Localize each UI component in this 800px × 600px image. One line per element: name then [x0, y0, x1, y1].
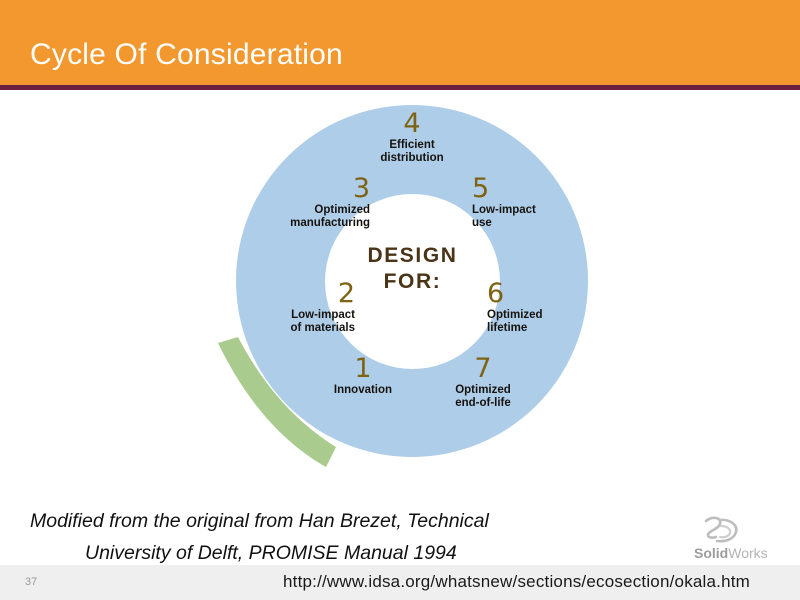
source-caption: Modified from the original from Han Brez… [0, 505, 660, 569]
source-url[interactable]: http://www.idsa.org/whatsnew/sections/ec… [283, 572, 751, 591]
cycle-node-3-number: 3 [352, 173, 370, 204]
cycle-node-2-label-line1: Low-impact [291, 309, 355, 321]
cycle-node-6-label-line1: Optimized [487, 309, 543, 321]
cycle-node-6-label-line2: lifetime [487, 322, 528, 334]
cycle-node-3-label-line1: Optimized [314, 204, 370, 216]
cycle-node-5-label: Low-impact use [472, 204, 602, 230]
cycle-node-4-label-line1: Efficient [389, 139, 435, 151]
cycle-node-1-number: 1 [354, 353, 372, 384]
inner-disc-shape [325, 194, 500, 369]
dassault-3ds-mark-icon [704, 516, 738, 543]
cycle-node-3-label: Optimized manufacturing [240, 204, 370, 230]
cycle-node-4-label: Efficient distribution [347, 139, 477, 165]
cycle-node-4: 4 Efficient distribution [347, 110, 477, 165]
cycle-node-2-label: Low-impact of materials [225, 309, 355, 335]
source-caption-line2: University of Delft, PROMISE Manual 1994 [85, 542, 457, 564]
cycle-node-2-label-line2: of materials [290, 322, 355, 334]
cycle-node-7-label-line2: end-of-life [455, 397, 511, 409]
header-divider-rule [0, 85, 800, 90]
cycle-node-6-label: Optimized lifetime [487, 309, 617, 335]
center-label-line1: DESIGN [367, 244, 458, 267]
cycle-node-3-label-line2: manufacturing [290, 217, 370, 229]
cycle-node-2-number: 2 [337, 278, 355, 309]
solidworks-logo: SolidWorks [694, 516, 794, 564]
cycle-node-5-label-line2: use [472, 217, 492, 229]
center-label: DESIGN FOR: [325, 243, 500, 295]
cycle-node-5-label-line1: Low-impact [472, 204, 536, 216]
cycle-node-4-label-line2: distribution [380, 152, 444, 164]
cycle-node-2: 2 Low-impact of materials [225, 280, 355, 335]
solidworks-wordmark-solid: Solid [694, 545, 729, 561]
cycle-node-6: 6 Optimized lifetime [487, 280, 617, 335]
cycle-node-5: 5 Low-impact use [472, 175, 602, 230]
cycle-node-3: 3 Optimized manufacturing [240, 175, 370, 230]
cycle-node-7-number: 7 [474, 353, 492, 384]
cycle-node-7-label: Optimized end-of-life [418, 384, 548, 410]
cycle-node-1: 1 Innovation [298, 355, 428, 397]
footer-bar [0, 565, 800, 600]
page-number: 37 [25, 576, 38, 588]
cycle-node-1-label-line1: Innovation [333, 384, 393, 396]
source-caption-line1: Modified from the original from Han Brez… [30, 510, 489, 532]
center-label-line2: FOR: [383, 270, 442, 293]
slide-header-bar [0, 0, 800, 85]
cycle-node-7: 7 Optimized end-of-life [418, 355, 548, 410]
cycle-node-1-label: Innovation [298, 384, 428, 397]
page-title: Cycle Of Consideration [30, 38, 343, 71]
cycle-node-7-label-line1: Optimized [455, 384, 511, 396]
cycle-node-4-number: 4 [403, 108, 421, 139]
solidworks-wordmark-works: Works [728, 545, 768, 561]
solidworks-wordmark: SolidWorks [694, 545, 768, 561]
cycle-node-5-number: 5 [472, 173, 490, 204]
cycle-diagram: DESIGN FOR: 4 Efficient distribution 3 O… [190, 95, 600, 480]
green-cycle-arrow-icon [218, 337, 336, 467]
cycle-node-6-number: 6 [487, 278, 505, 309]
